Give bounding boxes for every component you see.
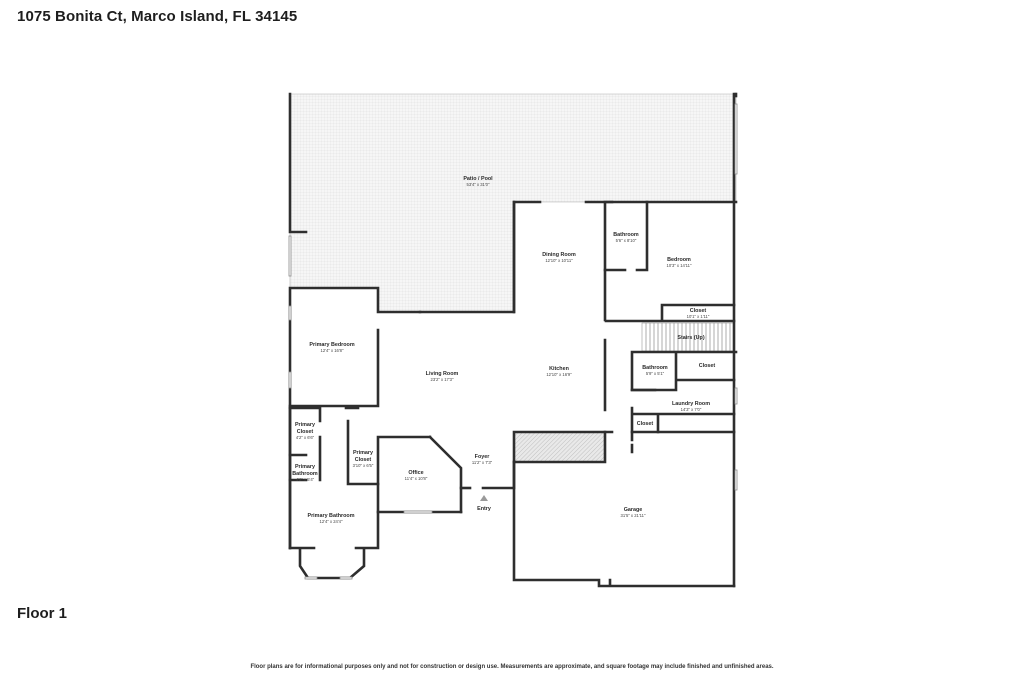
svg-text:Bedroom: Bedroom	[667, 257, 691, 263]
svg-text:Bathroom: Bathroom	[292, 471, 318, 477]
svg-text:31'5" x 21'11": 31'5" x 21'11"	[621, 513, 646, 518]
svg-text:Primary: Primary	[295, 464, 315, 470]
room-primary-closet-1: Primary Closet 4'2" x 6'6"	[295, 422, 315, 440]
kitchen-counter	[513, 431, 606, 463]
svg-text:4'2" x 5'4": 4'2" x 5'4"	[296, 477, 315, 482]
svg-text:Stairs (Up): Stairs (Up)	[677, 335, 704, 341]
svg-text:Laundry Room: Laundry Room	[672, 401, 710, 407]
svg-text:Bathroom: Bathroom	[642, 365, 668, 371]
room-primary-bathroom: Primary Bathroom 12'4" x 24'4"	[307, 513, 354, 524]
svg-text:Foyer: Foyer	[475, 454, 491, 460]
walls	[288, 92, 738, 588]
svg-text:Closet: Closet	[637, 421, 654, 427]
svg-text:Entry: Entry	[477, 506, 491, 512]
svg-text:12'4" x 24'4": 12'4" x 24'4"	[320, 519, 343, 524]
room-living: Living Room 23'2" x 17'3"	[426, 371, 459, 382]
svg-text:Kitchen: Kitchen	[549, 366, 569, 372]
svg-text:4'2" x 6'6": 4'2" x 6'6"	[296, 435, 315, 440]
svg-text:11'2" x 7'3": 11'2" x 7'3"	[472, 460, 493, 465]
svg-text:Bathroom: Bathroom	[613, 232, 639, 238]
room-closet-bedroom: Closet 10'1" x 1'11"	[687, 308, 710, 319]
svg-text:14'3" x 7'0": 14'3" x 7'0"	[681, 407, 702, 412]
stairs-treads	[641, 322, 735, 352]
svg-text:Closet: Closet	[297, 429, 314, 435]
floor-label: Floor 1	[17, 605, 68, 622]
room-foyer: Foyer 11'2" x 7'3"	[472, 454, 493, 465]
room-bathroom-small: Bathroom 5'9" x 5'1"	[642, 365, 668, 376]
room-laundry: Laundry Room 14'3" x 7'0"	[672, 401, 710, 412]
disclaimer-text: Floor plans are for informational purpos…	[250, 664, 774, 670]
svg-text:53'4" x 31'0": 53'4" x 31'0"	[467, 182, 490, 187]
svg-text:Office: Office	[408, 470, 423, 476]
svg-text:Dining Room: Dining Room	[542, 252, 576, 258]
svg-text:Patio / Pool: Patio / Pool	[463, 176, 493, 182]
room-primary-bathroom-small: Primary Bathroom 4'2" x 5'4"	[292, 464, 318, 482]
room-dining: Dining Room 12'10" x 10'11"	[542, 252, 576, 263]
room-primary-bedroom: Primary Bedroom 12'4" x 16'8"	[309, 342, 354, 353]
svg-text:5'9" x 5'1": 5'9" x 5'1"	[646, 371, 665, 376]
windows	[288, 103, 738, 580]
svg-text:23'2" x 17'3": 23'2" x 17'3"	[431, 377, 454, 382]
svg-text:Living Room: Living Room	[426, 371, 459, 377]
room-primary-closet-2: Primary Closet 3'10" x 6'5"	[353, 450, 374, 468]
svg-text:Closet: Closet	[699, 363, 716, 369]
property-address: 1075 Bonita Ct, Marco Island, FL 34145	[17, 8, 298, 25]
svg-text:12'4" x 16'8": 12'4" x 16'8"	[321, 348, 344, 353]
svg-text:Primary: Primary	[295, 422, 315, 428]
room-office: Office 11'4" x 10'8"	[405, 470, 428, 481]
svg-text:10'1" x 1'11": 10'1" x 1'11"	[687, 314, 710, 319]
room-closet-small: Closet	[637, 421, 654, 427]
svg-text:11'4" x 10'8": 11'4" x 10'8"	[405, 476, 428, 481]
svg-text:10'3" x 14'11": 10'3" x 14'11"	[667, 263, 692, 268]
svg-text:5'6" x 8'10": 5'6" x 8'10"	[616, 238, 637, 243]
room-closet-mid: Closet	[699, 363, 716, 369]
svg-text:12'10" x 16'9": 12'10" x 16'9"	[546, 372, 572, 377]
room-stairs: Stairs (Up)	[677, 335, 704, 341]
svg-text:Primary: Primary	[353, 450, 373, 456]
entry-arrow-icon	[480, 495, 488, 501]
room-bedroom: Bedroom 10'3" x 14'11"	[667, 257, 692, 268]
room-kitchen: Kitchen 12'10" x 16'9"	[546, 366, 572, 377]
svg-text:Closet: Closet	[355, 457, 372, 463]
svg-text:Closet: Closet	[690, 308, 707, 314]
svg-text:Garage: Garage	[624, 507, 643, 513]
svg-text:12'10" x 10'11": 12'10" x 10'11"	[545, 258, 573, 263]
svg-text:Primary Bathroom: Primary Bathroom	[307, 513, 354, 519]
room-patio: Patio / Pool 53'4" x 31'0"	[463, 176, 493, 187]
room-bathroom-upper: Bathroom 5'6" x 8'10"	[613, 232, 639, 243]
room-entry: Entry	[477, 506, 491, 512]
svg-text:Primary Bedroom: Primary Bedroom	[309, 342, 354, 348]
svg-text:3'10" x 6'5": 3'10" x 6'5"	[353, 463, 374, 468]
room-garage: Garage 31'5" x 21'11"	[621, 507, 646, 518]
